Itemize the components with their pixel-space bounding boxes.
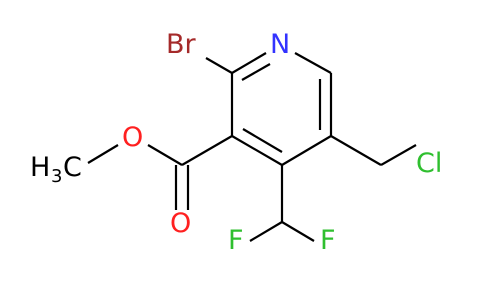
atom-o-carbonyl: O <box>170 208 191 239</box>
bond-o-methyl <box>87 144 119 164</box>
bond-ch2-cl <box>380 144 417 166</box>
atom-methyl-c: C <box>63 152 82 183</box>
bond-c5-c4 <box>281 135 332 166</box>
atom-n: N <box>270 29 290 60</box>
bond-c2-br <box>205 57 233 74</box>
bond-c5-ch2 <box>330 135 382 166</box>
bond-c3-ester-c <box>181 135 233 166</box>
bond-ester-c-o <box>147 144 183 166</box>
atom-o-ester: O <box>122 122 143 153</box>
bond-c4-c3 <box>231 135 283 166</box>
atom-methyl-subscript: 3 <box>51 166 62 187</box>
atom-methyl-h: H <box>30 152 50 183</box>
atom-f-left: F <box>228 225 244 256</box>
bond-n1-c6 <box>294 52 332 74</box>
atom-br: Br <box>166 29 197 60</box>
bond-chf2-f-right <box>281 221 315 242</box>
bond-c2-n1 <box>231 52 267 74</box>
bond-c2-n1-double <box>241 63 271 81</box>
bond-c4-c3-double <box>242 128 283 153</box>
atom-f-right: F <box>320 225 336 256</box>
bond-chf2-f-left <box>249 221 283 242</box>
atom-cl: Cl <box>416 148 442 179</box>
